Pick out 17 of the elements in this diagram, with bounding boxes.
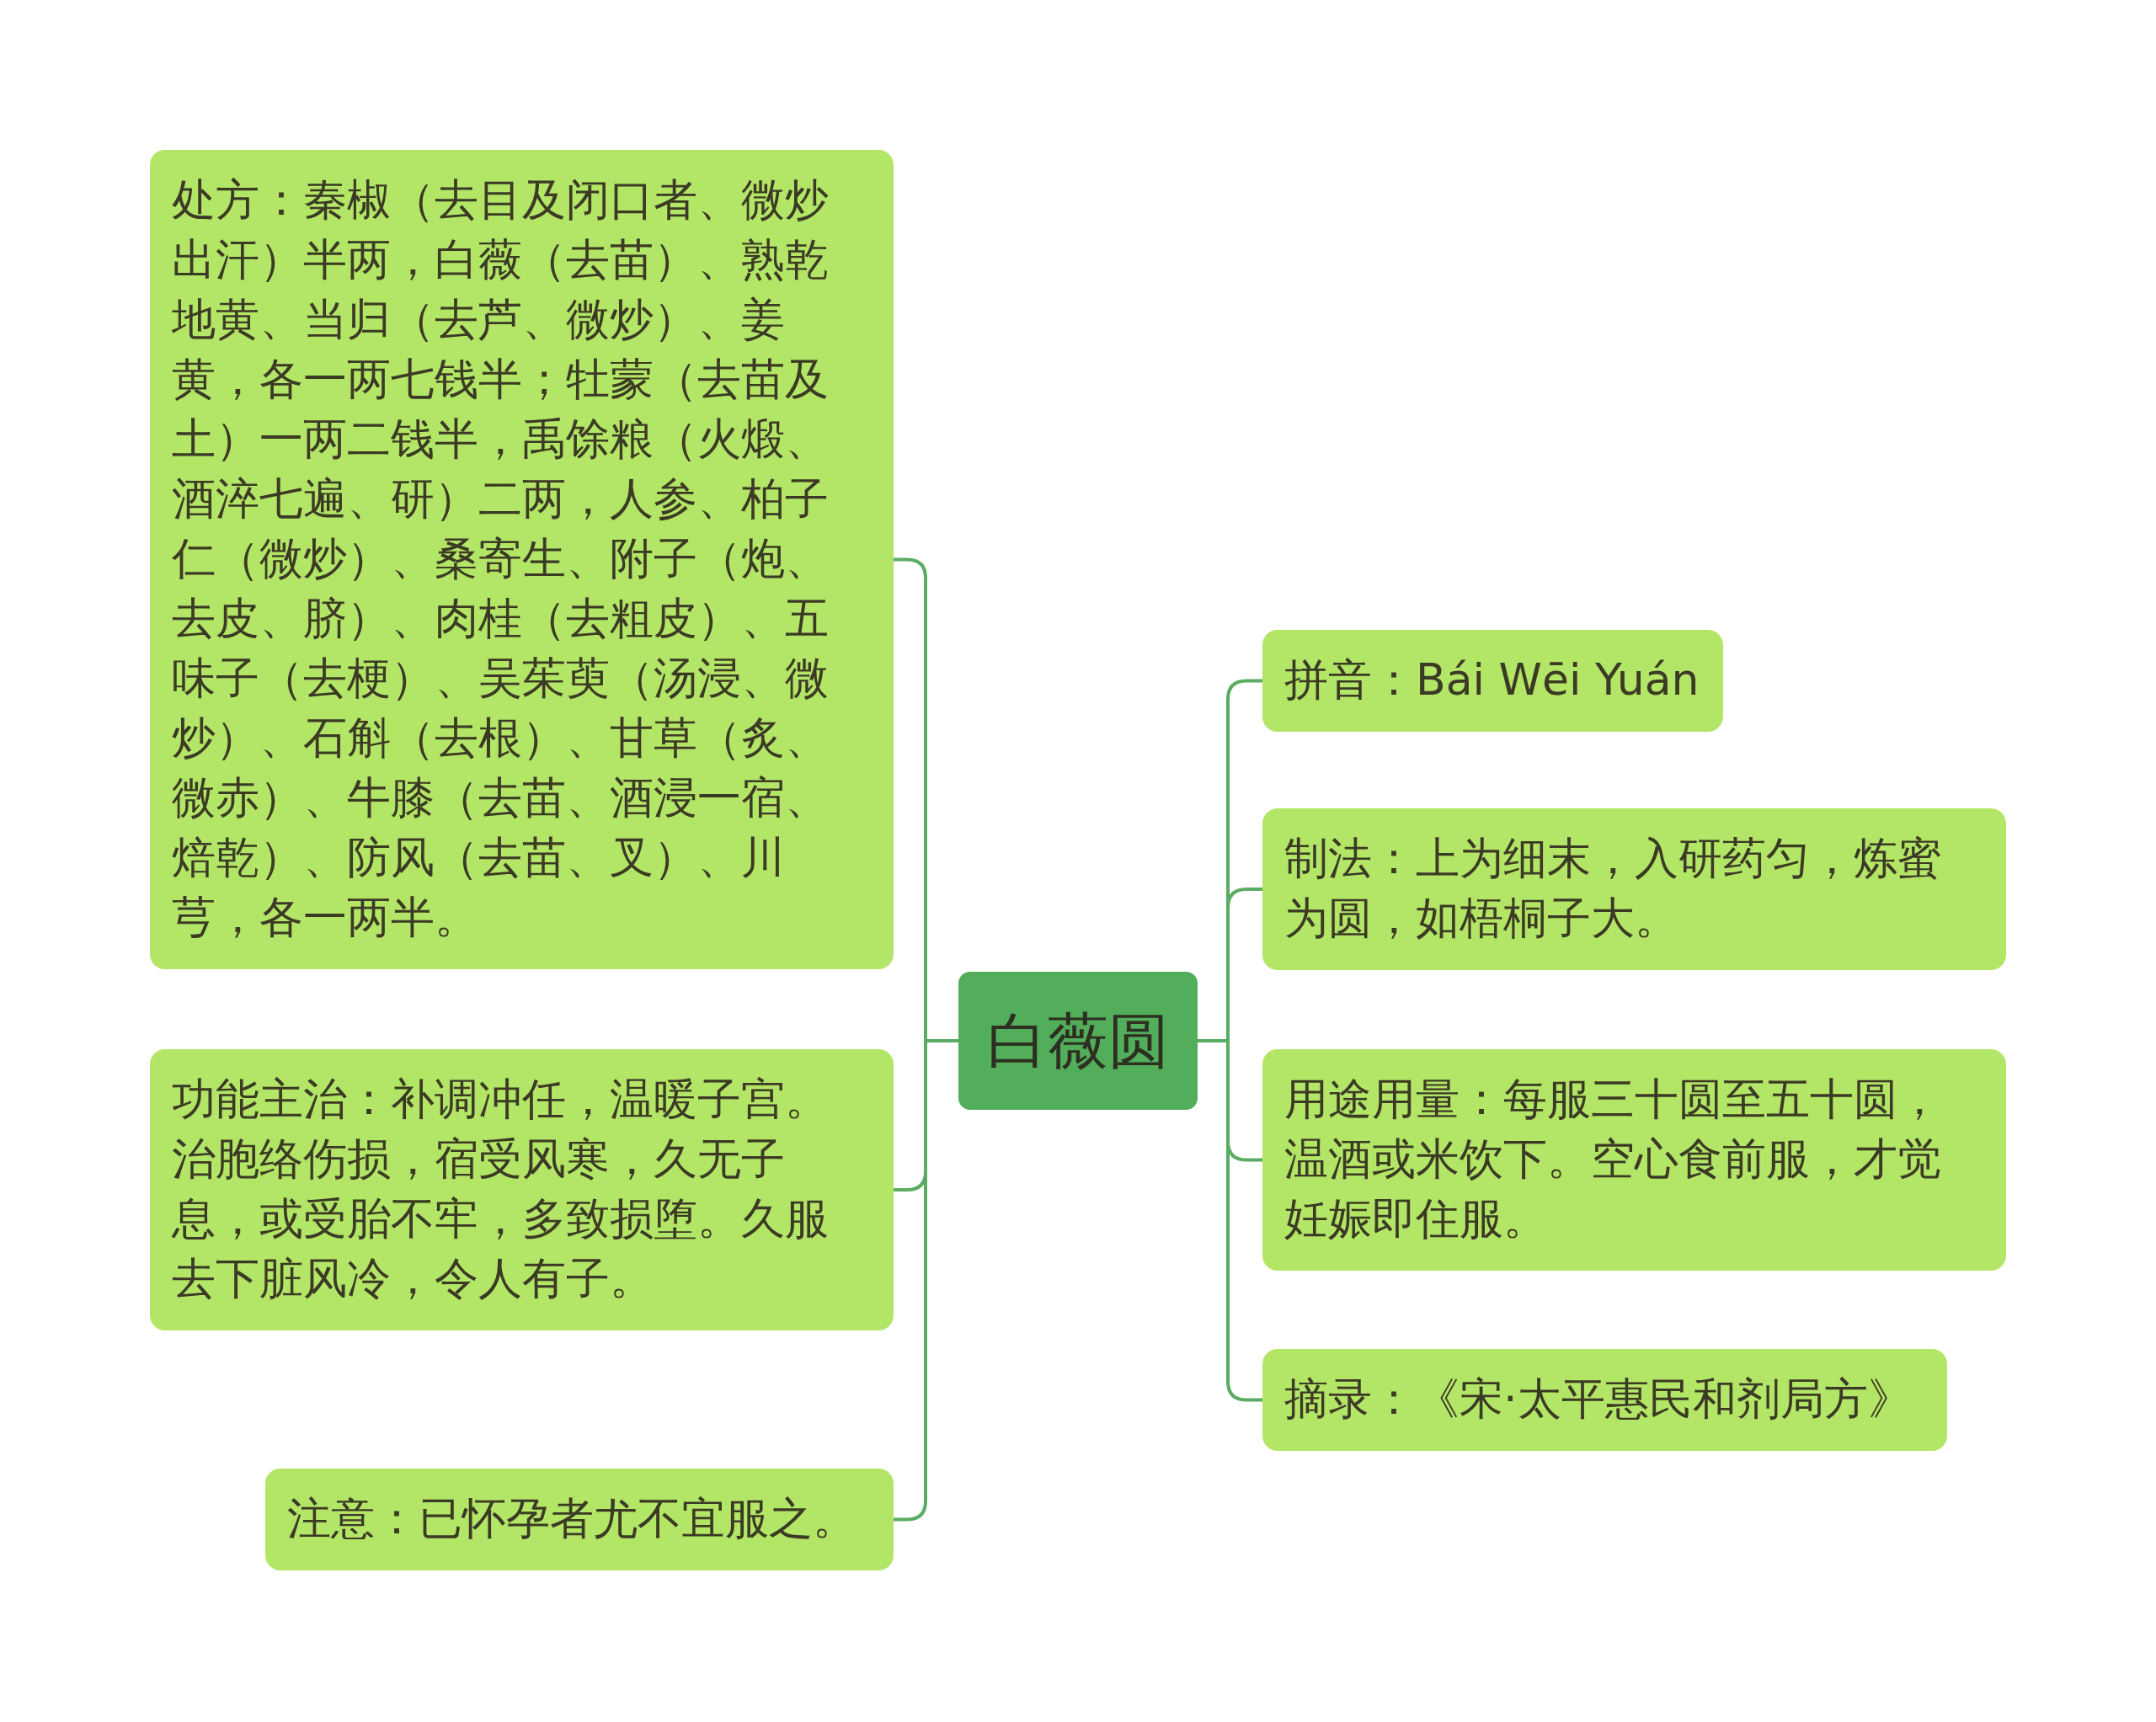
- topic-text: 注意：已怀孕者尤不宜服之。: [287, 1492, 857, 1545]
- topic-box: [150, 150, 894, 969]
- topic-box: [265, 1469, 894, 1570]
- topic-text: 处方：秦椒（去目及闭口者、微炒出汗）半两，白薇（去苗）、熟乾地黄、当归（去芦、微炒）、姜黄，各一两七钱半；牡蒙（去苗及土）一两二钱半，禹馀粮（火煅、酒淬七遍、研）二两，人参、柏子仁（微炒）、桑寄生、附子（炮、去皮、脐）、肉桂（去粗皮）、五味子（去梗）、吴茱萸（汤浸、微炒）、石斛（去根）、甘草（炙、微赤）、牛膝（去苗、酒浸一宿、焙乾）、防风（去苗、叉）、川芎，各一两半。: [172, 173, 830, 944]
- topic-box: [1262, 630, 1723, 732]
- central-topic-text: 白薇圆: [987, 1005, 1169, 1078]
- topic-text: 制法：上为细末，入研药匀，炼蜜为圆，如梧桐子大。: [1284, 832, 1942, 945]
- topic-box: [1262, 1349, 1947, 1451]
- connector-line: [1198, 1039, 1262, 1402]
- topic-text: 拼音：Bái Wēi Yuán: [1284, 653, 1700, 706]
- central-topic-box: [958, 972, 1198, 1110]
- topic-box: [150, 1049, 894, 1330]
- topic-box: [1262, 808, 2006, 970]
- topic-box: [1262, 1049, 2006, 1271]
- topic-text: 用途用量：每服三十圆至五十圆，温酒或米饮下。空心食前服，才觉妊娠即住服。: [1284, 1073, 1942, 1245]
- topic-text: 功能主治：补调冲任，温暖子宫。治胞络伤损，宿受风寒，久无子息，或受胎不牢，多致损堕。久服去下脏风冷，令人有子。: [172, 1073, 830, 1305]
- topic-text: 摘录：《宋·太平惠民和剂局方》: [1284, 1373, 1912, 1426]
